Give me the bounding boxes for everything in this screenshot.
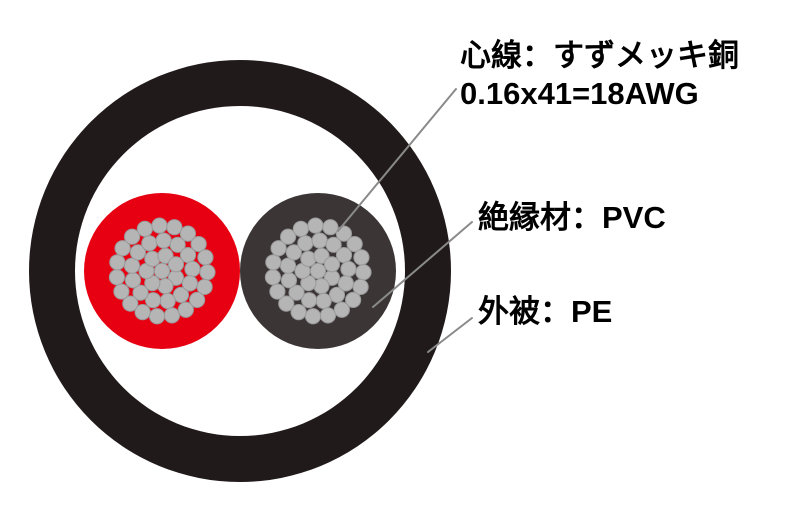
wire-strand xyxy=(122,295,139,312)
wire-strand xyxy=(166,219,183,236)
wire-strand xyxy=(285,244,302,261)
wire-strand xyxy=(288,284,305,301)
leader-line-core xyxy=(337,88,457,232)
wire-strand xyxy=(290,304,307,321)
wire-strand xyxy=(148,308,166,325)
wire-strand xyxy=(269,283,286,300)
wire-strand xyxy=(172,286,190,303)
wire-strand xyxy=(159,292,176,310)
wire-strand xyxy=(345,291,362,309)
wire-strand xyxy=(325,236,342,253)
wire-strand xyxy=(319,307,337,324)
wire-strand xyxy=(134,304,151,321)
wire-strand xyxy=(292,220,309,237)
wire-strand xyxy=(311,232,328,249)
wire-strand xyxy=(189,291,206,309)
wire-strand xyxy=(315,292,332,310)
wire-strand xyxy=(141,235,158,252)
wire-strand xyxy=(323,256,341,273)
wire-strand xyxy=(113,283,130,300)
wire-strand xyxy=(280,272,298,289)
wire-strand xyxy=(278,295,295,312)
wire-strand xyxy=(181,275,198,292)
wire-strand xyxy=(280,228,297,245)
wire-strand xyxy=(301,292,318,309)
wire-strand xyxy=(155,232,172,249)
wire-strand xyxy=(151,217,168,234)
wire-strand xyxy=(353,249,370,266)
wire-strand xyxy=(108,269,126,286)
black-conductor-strands xyxy=(264,217,372,325)
wire-strand xyxy=(114,240,131,257)
wire-strand xyxy=(109,254,126,271)
wire-strand xyxy=(352,278,369,296)
wire-strand xyxy=(313,278,330,295)
wire-strand xyxy=(144,250,161,267)
wire-strand xyxy=(264,269,282,286)
wire-strand xyxy=(333,301,350,318)
wire-strand xyxy=(132,284,149,301)
wire-strand xyxy=(124,272,142,289)
wire-strand xyxy=(199,264,216,281)
wire-strand xyxy=(157,278,174,295)
label-jacket: 外被：PE xyxy=(478,294,612,329)
wire-strand xyxy=(307,217,324,234)
wire-strand xyxy=(177,301,194,318)
wire-strand xyxy=(270,240,287,257)
wire-strand xyxy=(184,260,201,278)
wire-strand xyxy=(169,236,186,253)
label-core-spec: 0.16x41=18AWG xyxy=(460,76,699,111)
wire-strand xyxy=(136,220,153,237)
wire-strand xyxy=(145,292,162,309)
wire-strand xyxy=(197,249,214,266)
label-core-material: 心線：すずメッキ銅 xyxy=(460,38,739,73)
wire-strand xyxy=(355,264,372,281)
wire-strand xyxy=(265,254,282,271)
wire-strand xyxy=(300,250,317,267)
wire-strand xyxy=(346,235,363,253)
wire-strand xyxy=(124,228,141,245)
wire-strand xyxy=(179,225,197,242)
wire-strand xyxy=(190,235,207,253)
wire-strand xyxy=(340,260,357,278)
wire-strand xyxy=(328,286,346,303)
wire-strand xyxy=(167,256,185,273)
label-insulation: 絶縁材：PVC xyxy=(478,200,666,235)
leader-line-insulation xyxy=(372,221,473,308)
wire-strand xyxy=(297,235,314,252)
leader-line-jacket xyxy=(427,317,473,353)
wire-strand xyxy=(304,308,322,325)
wire-strand xyxy=(163,307,181,324)
wire-strand xyxy=(337,275,354,292)
wire-strand xyxy=(129,244,146,261)
wire-strand xyxy=(196,278,213,296)
red-conductor-strands xyxy=(108,217,216,325)
wire-strand xyxy=(322,219,339,236)
